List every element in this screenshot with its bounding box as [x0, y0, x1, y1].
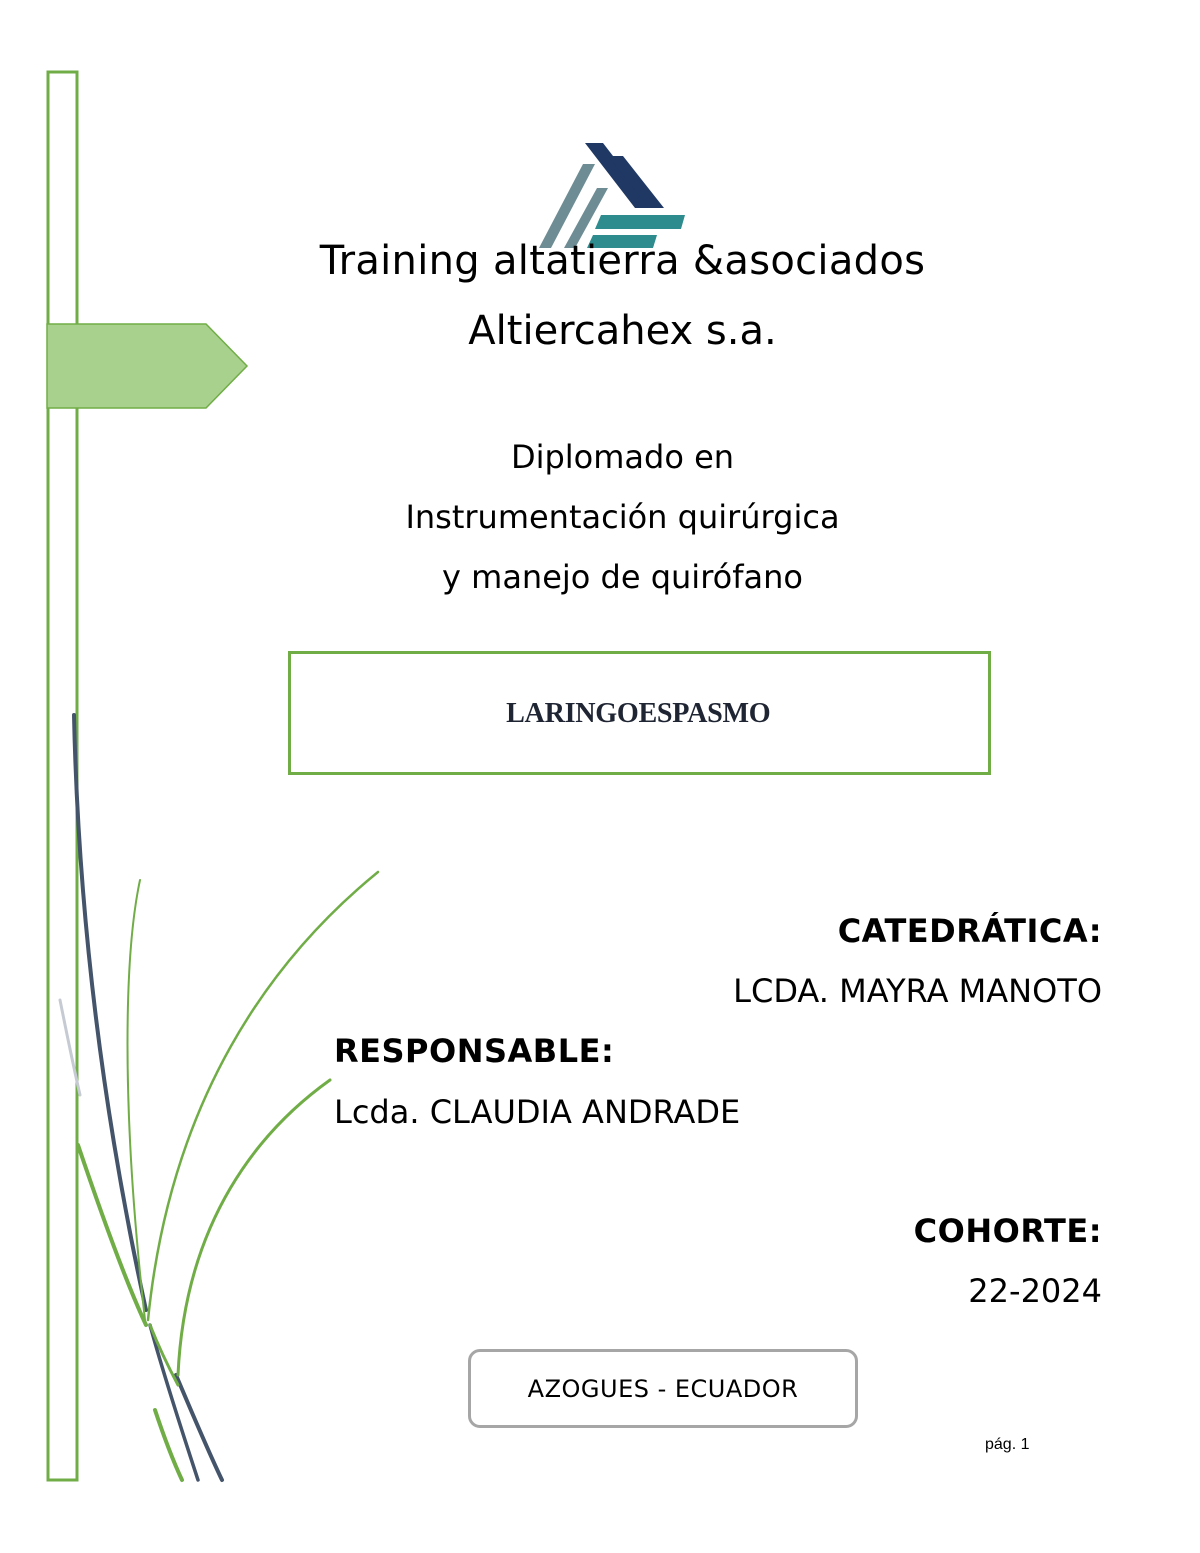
cohorte-label: COHORTE:	[913, 1212, 1102, 1250]
cohorte-value: 22-2024	[968, 1272, 1102, 1310]
organization-name-line1: Training altatierra &asociados	[319, 238, 926, 284]
page-number: pág. 1	[985, 1436, 1030, 1453]
location-box: AZOGUES - ECUADOR	[468, 1349, 858, 1428]
logo-teal-bar-2	[587, 235, 657, 248]
program-line1: Diplomado en	[510, 438, 735, 476]
document-title: LARINGOESPASMO	[506, 696, 771, 729]
catedratica-label: CATEDRÁTICA:	[837, 912, 1102, 950]
document-title-box: LARINGOESPASMO	[288, 651, 991, 775]
grass-green-6	[153, 1408, 184, 1482]
grass-green-1	[76, 1143, 148, 1327]
logo-gray-stripe-2	[564, 188, 608, 248]
responsable-label: RESPONSABLE:	[334, 1032, 615, 1070]
grass-gray-1	[58, 998, 82, 1097]
logo-navy-stripe-1	[585, 143, 653, 208]
responsable-value: Lcda. CLAUDIA ANDRADE	[334, 1093, 741, 1131]
grass-navy-1	[72, 713, 148, 1312]
grass-green-5	[176, 1078, 332, 1377]
grass-navy-2	[148, 1323, 200, 1482]
organization-name-line2: Altiercahex s.a.	[468, 308, 777, 354]
grass-green-2	[148, 1323, 180, 1387]
logo-navy-stripe-2	[608, 156, 664, 208]
program-line3: y manejo de quirófano	[442, 558, 803, 596]
grass-navy-3	[174, 1373, 224, 1482]
logo-gray-stripe-1	[539, 164, 595, 248]
program-line2: Instrumentación quirúrgica	[405, 498, 840, 536]
location-text: AZOGUES - ECUADOR	[527, 1374, 799, 1403]
company-logo	[539, 143, 685, 248]
sidebar-bar	[46, 70, 79, 1482]
banner-arrow	[46, 323, 249, 409]
logo-teal-bar-1	[595, 215, 685, 229]
grass-green-3	[126, 879, 146, 1321]
catedratica-value: LCDA. MAYRA MANOTO	[733, 972, 1102, 1010]
